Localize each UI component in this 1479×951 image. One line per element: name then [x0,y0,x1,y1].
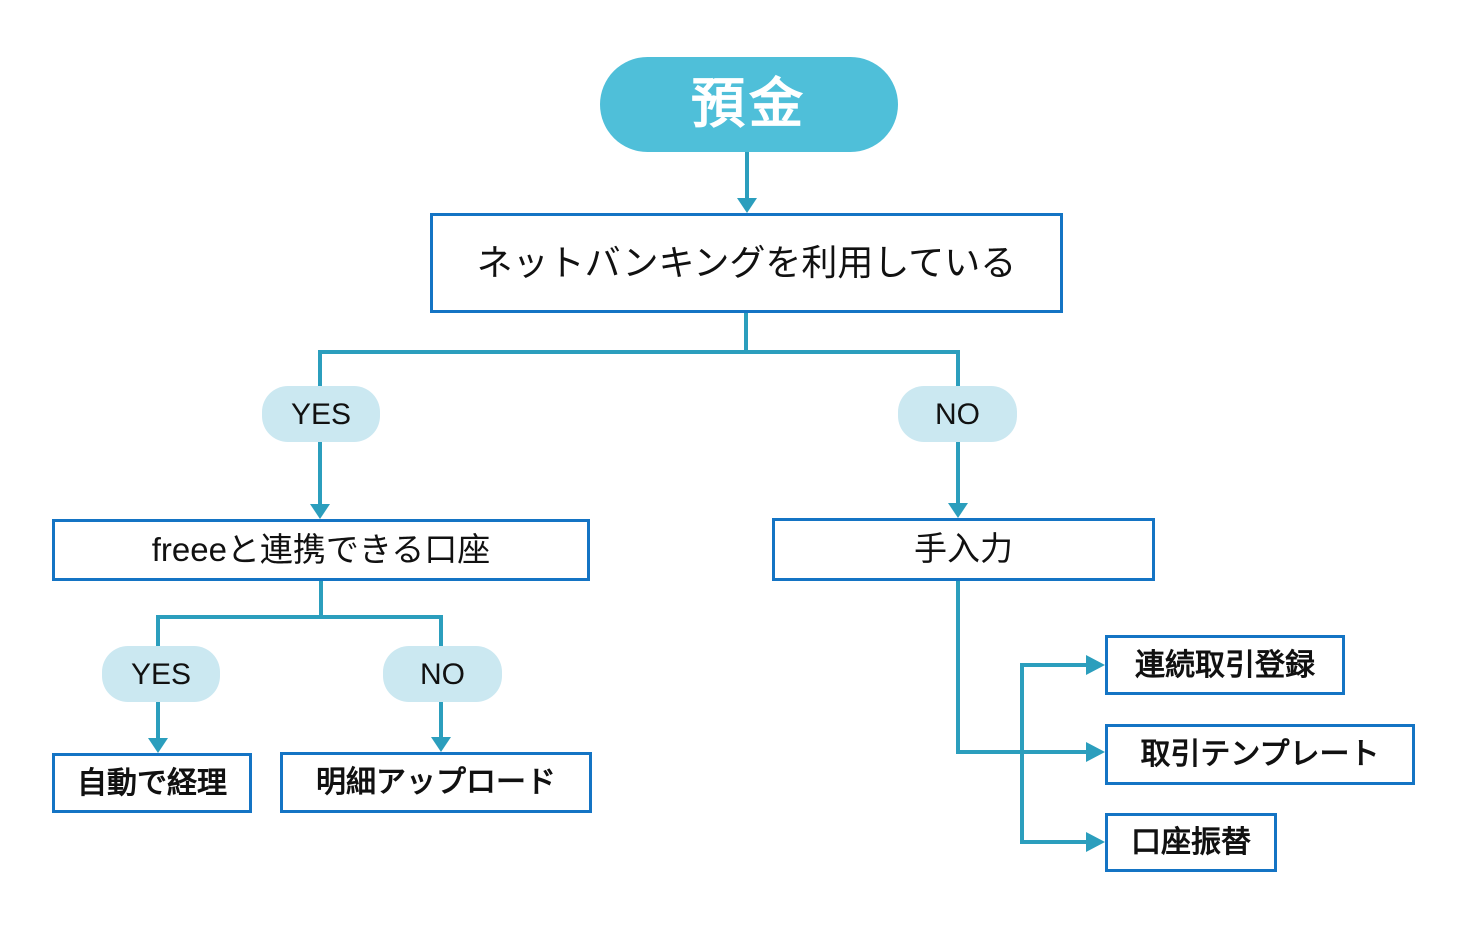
connector-branch1-horizontal [318,350,960,354]
arrowhead-to-recurring-registration [1086,655,1105,675]
connector-to-recurring-horizontal [1020,663,1086,667]
connector-freee-stem [319,581,323,619]
arrowhead-to-auto-accounting [148,738,168,753]
pill-branch1-yes: YES [262,386,380,442]
arrowhead-to-transaction-template [1086,742,1105,762]
node-result-account-transfer: 口座振替 [1105,813,1277,872]
connector-branch2-horizontal [156,615,443,619]
connector-root-to-question [745,152,749,201]
connector-manual-stem [956,581,960,754]
node-result-auto-accounting: 自動で経理 [52,753,252,813]
node-result-recurring-registration: 連続取引登録 [1105,635,1345,695]
pill-branch1-no: NO [898,386,1017,442]
connector-to-transfer-horizontal [1020,840,1086,844]
pill-branch2-no: NO [383,646,502,702]
connector-right-junction-vertical [1020,663,1024,844]
pill-branch2-yes: YES [102,646,220,702]
node-manual-entry: 手入力 [772,518,1155,581]
node-question-netbanking: ネットバンキングを利用している [430,213,1063,313]
node-question-freee-account: freeeと連携できる口座 [52,519,590,581]
arrowhead-to-manual-entry [948,503,968,518]
connector-question-stem [744,313,748,352]
arrowhead-to-statement-upload [431,737,451,752]
node-result-transaction-template: 取引テンプレート [1105,724,1415,785]
node-result-statement-upload: 明細アップロード [280,752,592,813]
node-root-deposit: 預金 [600,57,898,152]
arrowhead-to-account-transfer [1086,832,1105,852]
arrowhead-root-to-question [737,198,757,213]
arrowhead-to-freee-question [310,504,330,519]
